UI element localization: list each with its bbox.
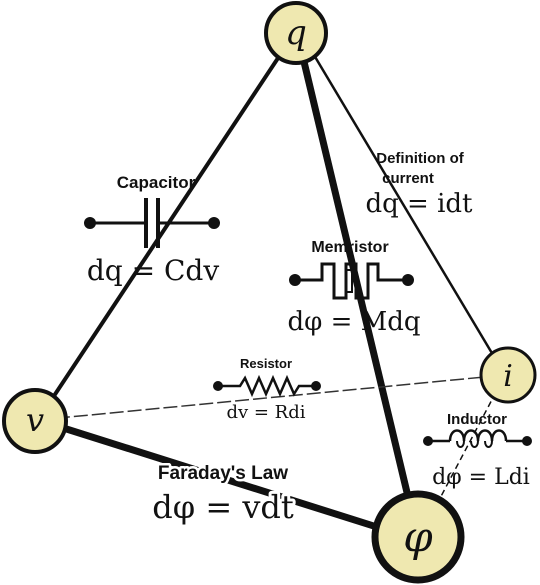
node-phi: φ [371, 490, 465, 584]
edge-q-i [303, 39, 507, 376]
definition-of-current-line2: current [382, 170, 434, 187]
edge-q-v [36, 38, 292, 422]
resistor-title: Resistor [240, 356, 292, 371]
capacitor-equation: dq = Cdv [87, 254, 219, 287]
edge-v-i [37, 374, 506, 421]
resistor-symbol [213, 374, 321, 398]
node-i-label: i [503, 359, 513, 394]
memristor-symbol [289, 262, 414, 300]
resistor-equation: dv = Rdi [226, 402, 305, 423]
definition-of-current-equation: dq = idt [365, 189, 473, 219]
node-v-label: v [26, 401, 44, 439]
capacitor-title: Capacitor [117, 173, 196, 192]
node-q-label: q [285, 13, 307, 53]
node-phi-label: φ [403, 512, 433, 561]
edge-v-phi [36, 416, 420, 544]
memristor-equation: dφ = Mdq [287, 307, 420, 337]
inductor-equation: dφ = Ldi [432, 465, 530, 490]
inductor-title: Inductor [447, 411, 507, 428]
node-i: i [479, 346, 537, 404]
faraday-equation: dφ = vdt [152, 488, 294, 526]
capacitor-symbol [84, 198, 220, 248]
node-v: v [2, 388, 68, 454]
memristor-title: Memristor [311, 239, 388, 256]
definition-of-current-line1: Definition of [376, 150, 464, 167]
faraday-title: Faraday's Law [158, 463, 288, 484]
node-q: q [264, 1, 328, 65]
inductor-symbol [423, 429, 532, 448]
